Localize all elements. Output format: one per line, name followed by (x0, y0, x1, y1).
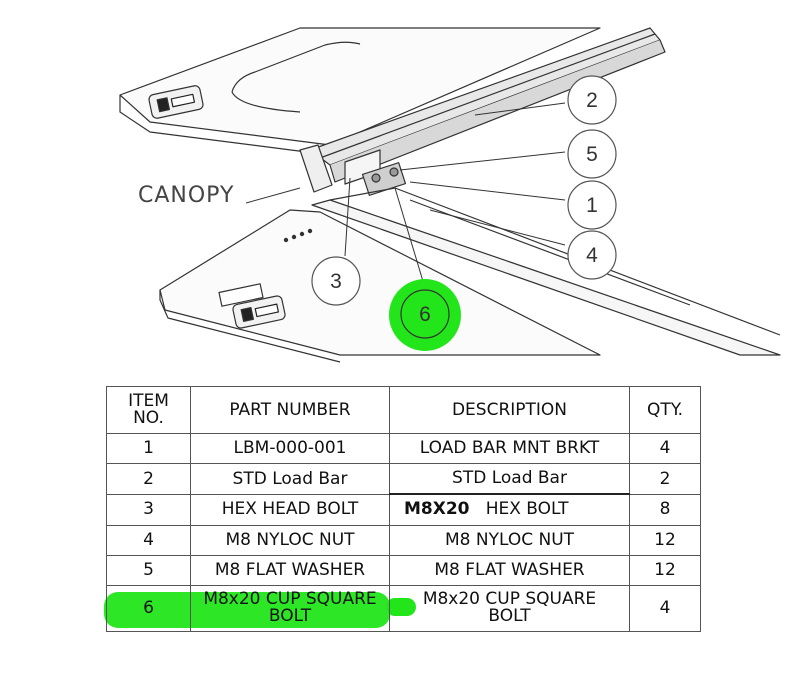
balloon-6-label: 6 (419, 303, 431, 326)
cell-item: 4 (106, 524, 191, 556)
cell-part-number: M8 FLAT WASHER (190, 554, 390, 586)
balloon-3-label: 3 (330, 270, 342, 293)
balloon-3 (311, 256, 361, 306)
side-rail-long (311, 199, 781, 356)
table-row: 2 STD Load Bar STD Load Bar 2 (106, 463, 701, 495)
cell-description: M8 NYLOC NUT (389, 524, 630, 556)
cell-qty: 12 (629, 524, 701, 556)
cell-description: M8 FLAT WASHER (389, 554, 630, 586)
cell-description: STD Load Bar (389, 463, 630, 495)
cell-item: 3 (106, 493, 191, 526)
highlight-mark (389, 279, 461, 351)
cell-part-number: LBM-000-001 (190, 433, 390, 465)
table-row: 5 M8 FLAT WASHER M8 FLAT WASHER 12 (106, 554, 701, 586)
balloon-4 (567, 230, 617, 280)
cell-item: 6 (106, 584, 191, 633)
table-row: 4 M8 NYLOC NUT M8 NYLOC NUT 12 (106, 524, 701, 556)
cell-item: 5 (106, 554, 191, 586)
cell-part-number: M8 NYLOC NUT (190, 524, 390, 556)
balloon-2-label: 2 (586, 89, 598, 112)
balloon-5-label: 5 (586, 143, 598, 166)
cell-qty: 4 (629, 433, 701, 465)
balloon-1-label: 1 (586, 194, 598, 217)
cell-item: 2 (106, 463, 191, 495)
cell-part-number: STD Load Bar (190, 463, 390, 495)
header-part-number: PART NUMBER (190, 385, 390, 435)
cell-item: 1 (106, 433, 191, 465)
cell-qty: 12 (629, 554, 701, 586)
table-row: 1 LBM-000-001 LOAD BAR MNT BRKT 4 (106, 433, 701, 465)
table-row: 3 HEX HEAD BOLT M8X20 HEX BOLT 8 (106, 493, 701, 526)
cell-description: M8X20 HEX BOLT (389, 493, 630, 526)
canopy-upper-panel (119, 27, 601, 146)
cell-part-number: HEX HEAD BOLT (190, 493, 390, 526)
canopy-label: CANOPY (138, 183, 234, 208)
assembly-drawing: 2 5 1 4 3 6 CANOPY (119, 27, 781, 363)
balloon-2 (567, 75, 617, 125)
cell-qty: 8 (629, 493, 701, 526)
balloon-1 (567, 180, 617, 230)
cell-qty: 4 (629, 584, 701, 633)
description-text: HEX BOLT (485, 499, 569, 520)
header-qty: QTY. (629, 385, 701, 435)
cell-description: LOAD BAR MNT BRKT (389, 433, 630, 465)
balloon-4-label: 4 (586, 244, 598, 267)
balloon-5 (567, 129, 617, 179)
balloon-6 (400, 289, 450, 339)
header-description: DESCRIPTION (389, 385, 630, 435)
cell-qty: 2 (629, 463, 701, 495)
description-bold-spec: M8X20 (404, 499, 470, 520)
